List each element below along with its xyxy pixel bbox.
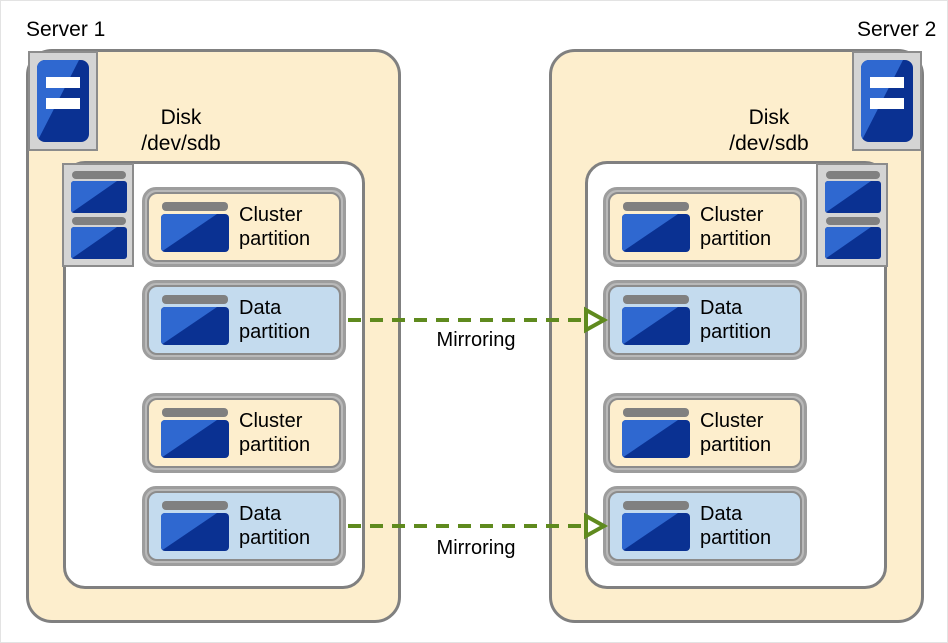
server-1-partition-2-data[interactable]: Data partition [142, 280, 346, 360]
server-2-partition-1-cluster[interactable]: Cluster partition [603, 187, 807, 267]
partition-label-line1: Data [239, 297, 282, 319]
server-2-disk-label-line2: /dev/sdb [729, 132, 809, 156]
server-2-title: Server 2 [857, 18, 937, 41]
disk-platter-1 [71, 171, 127, 213]
partition-disk-icon-top [623, 202, 689, 211]
partition-disk-icon [622, 408, 690, 458]
server-1-disk-stack-icon [62, 163, 134, 267]
mirroring-label-top: Mirroring [436, 329, 516, 351]
partition-disk-icon-body [161, 214, 229, 252]
partition-disk-icon-top [162, 501, 228, 510]
mirroring-arrow-bottom [348, 512, 609, 540]
server-2-disk-stack-icon [816, 163, 888, 267]
server-2-partition-1-label: Cluster partition [700, 203, 771, 251]
partition-disk-icon [161, 202, 229, 252]
server-tower-slot-2 [870, 98, 904, 109]
server-2-partition-2-label: Data partition [700, 296, 771, 344]
partition-disk-icon-body [622, 420, 690, 458]
server-2-partition-4-data[interactable]: Data partition [603, 486, 807, 566]
partition-label-line1: Cluster [239, 204, 303, 226]
partition-disk-icon [622, 295, 690, 345]
server-1-server-tower-icon [28, 51, 98, 151]
partition-disk-icon [622, 501, 690, 551]
disk-platter-top [72, 171, 126, 179]
mirroring-arrow-top [348, 306, 609, 334]
partition-label-line1: Data [700, 297, 743, 319]
server-tower-slot-2 [46, 98, 80, 109]
partition-disk-icon-body [622, 513, 690, 551]
disk-platter-1 [825, 171, 881, 213]
server-2-server-tower-icon [852, 51, 922, 151]
partition-disk-icon [161, 408, 229, 458]
partition-label-line1: Cluster [700, 204, 764, 226]
partition-disk-icon-top [623, 295, 689, 304]
partition-disk-icon-top [162, 408, 228, 417]
partition-label-line1: Data [239, 503, 282, 525]
partition-label-line2: partition [700, 228, 772, 250]
partition-disk-icon-top [623, 501, 689, 510]
partition-label-line2: partition [239, 434, 311, 456]
server-1-partition-1-label: Cluster partition [239, 203, 310, 251]
partition-disk-icon [622, 202, 690, 252]
server-1-partition-3-label: Cluster partition [239, 409, 310, 457]
partition-disk-icon-body [161, 420, 229, 458]
partition-disk-icon-top [162, 202, 228, 211]
disk-platter-body [71, 227, 127, 259]
partition-label-line1: Data [700, 503, 743, 525]
disk-platter-2 [71, 217, 127, 259]
partition-label-line1: Cluster [239, 410, 303, 432]
server-2-partition-3-cluster[interactable]: Cluster partition [603, 393, 807, 473]
disk-platter-2 [825, 217, 881, 259]
partition-label-line2: partition [239, 228, 311, 250]
server-1-partition-4-data[interactable]: Data partition [142, 486, 346, 566]
disk-platter-body [825, 227, 881, 259]
server-1-partition-4-label: Data partition [239, 502, 310, 550]
server-tower-body [861, 60, 913, 142]
server-1-title: Server 1 [26, 18, 106, 41]
partition-disk-icon-top [623, 408, 689, 417]
partition-disk-icon-body [622, 307, 690, 345]
partition-disk-icon-body [622, 214, 690, 252]
partition-label-line2: partition [700, 321, 772, 343]
server-1-partition-1-cluster[interactable]: Cluster partition [142, 187, 346, 267]
server-1-disk-label: Disk /dev/sdb [81, 105, 281, 158]
disk-platter-body [71, 181, 127, 213]
server-2-disk-label: Disk /dev/sdb [669, 105, 869, 158]
disk-platter-body [825, 181, 881, 213]
partition-disk-icon-top [162, 295, 228, 304]
partition-disk-icon [161, 295, 229, 345]
server-1-partition-3-cluster[interactable]: Cluster partition [142, 393, 346, 473]
server-1-partition-2-label: Data partition [239, 296, 310, 344]
partition-label-line2: partition [700, 527, 772, 549]
disk-platter-top [72, 217, 126, 225]
server-tower-slot-1 [46, 77, 80, 88]
server-2-partition-4-label: Data partition [700, 502, 771, 550]
disk-platter-top [826, 171, 880, 179]
partition-disk-icon [161, 501, 229, 551]
server-tower-slot-1 [870, 77, 904, 88]
server-1-disk-label-line2: /dev/sdb [141, 132, 221, 156]
mirroring-label-bottom: Mirroring [436, 537, 516, 559]
server-1-disk-label-line1: Disk [160, 106, 202, 129]
server-2-disk-label-line1: Disk [748, 106, 790, 129]
partition-label-line1: Cluster [700, 410, 764, 432]
partition-disk-icon-body [161, 307, 229, 345]
server-2-partition-2-data[interactable]: Data partition [603, 280, 807, 360]
partition-label-line2: partition [239, 321, 311, 343]
disk-platter-top [826, 217, 880, 225]
server-2-partition-3-label: Cluster partition [700, 409, 771, 457]
partition-label-line2: partition [239, 527, 311, 549]
partition-label-line2: partition [700, 434, 772, 456]
server-tower-body [37, 60, 89, 142]
partition-disk-icon-body [161, 513, 229, 551]
